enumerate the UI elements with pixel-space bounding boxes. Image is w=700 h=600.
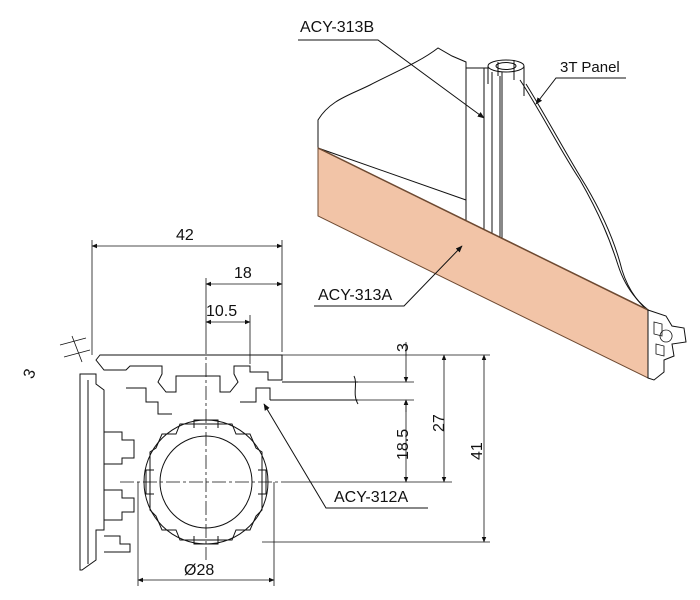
panel-right-wavy	[519, 79, 656, 316]
dim-text-3-left: 3	[21, 367, 40, 381]
base-rail-top-edge	[317, 147, 649, 311]
dim-text-42: 42	[176, 227, 194, 244]
base-rail-end-detail	[653, 321, 665, 357]
cross-section	[79, 340, 359, 571]
leader-312a	[263, 403, 428, 509]
label-acy-312a: ACY-312A	[334, 489, 408, 506]
base-rail	[317, 147, 687, 381]
dimension-lines	[59, 240, 490, 586]
section-slot-2	[104, 489, 135, 521]
panel-break	[353, 375, 359, 405]
dim-text-3: 3	[395, 343, 412, 352]
section-bracket	[126, 387, 271, 415]
panel-edge	[317, 147, 467, 201]
label-acy-313a: ACY-313A	[318, 287, 392, 304]
post-top-cap-inner	[495, 62, 517, 70]
dim-text-27: 27	[431, 414, 448, 432]
section-slot-1	[104, 431, 135, 465]
dim-text-10-5: 10.5	[206, 303, 237, 320]
base-rail-end-profile	[647, 309, 687, 381]
post-top-body	[487, 60, 525, 96]
section-tube-lobes	[149, 423, 263, 541]
leader-panel	[535, 77, 626, 105]
label-acy-313b: ACY-313B	[300, 19, 374, 36]
leader-313b	[298, 39, 485, 119]
base-rail-end-circle	[659, 329, 673, 343]
dim-3-left	[71, 335, 83, 363]
dim-3-left-ext-1	[59, 337, 87, 346]
iso-leaders	[298, 39, 626, 307]
post-top-cap	[487, 59, 525, 73]
isometric-panel-view	[317, 47, 661, 321]
dim-3-left-ext-2	[63, 349, 91, 358]
dim-text-41: 41	[469, 442, 486, 460]
dim-text-d28: Ø28	[184, 562, 214, 579]
leader-313a	[314, 245, 463, 307]
label-3t-panel: 3T Panel	[560, 59, 620, 76]
section-left-profile	[79, 373, 105, 571]
dim-text-18-5: 18.5	[395, 429, 412, 460]
section-top-rail	[95, 354, 283, 393]
dim-text-18: 18	[234, 265, 252, 282]
section-slot-3	[104, 535, 131, 553]
panel-break-line-left	[317, 47, 467, 148]
panel-right-wavy-2	[525, 83, 661, 321]
